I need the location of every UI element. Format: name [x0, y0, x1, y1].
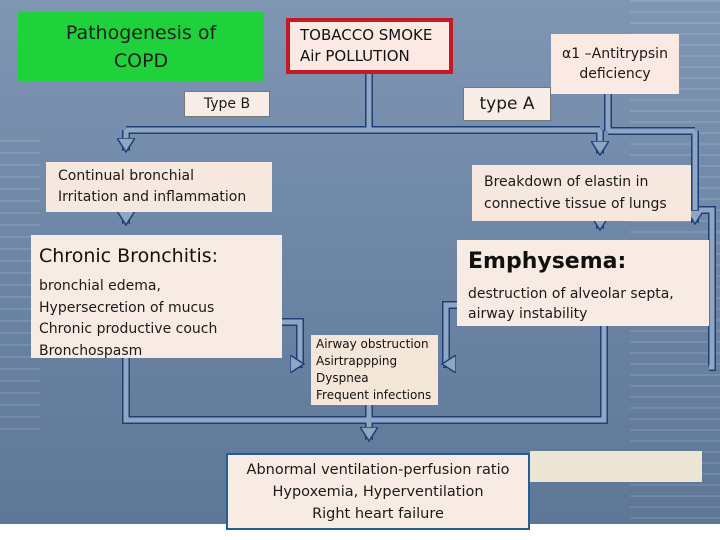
- type-b-label: Type B: [184, 91, 270, 117]
- diagram-title: Pathogenesis of COPD: [18, 12, 264, 82]
- bottom-band: [0, 524, 720, 540]
- elastin-breakdown-box: Breakdown of elastin in connective tissu…: [472, 165, 691, 221]
- arrow-emphysema-to-outcome: [369, 326, 607, 423]
- outcome-line: Right heart failure: [312, 505, 444, 522]
- blank-panel: [530, 451, 702, 482]
- chronic-bronchitis-line: Chronic productive couch: [39, 321, 218, 337]
- emphysema-line: destruction of alveolar septa,: [468, 286, 674, 302]
- causes-box: TOBACCO SMOKE Air POLLUTION: [286, 18, 453, 74]
- arrow-fills: [123, 74, 715, 440]
- chronic-bronchitis-title: Chronic Bronchitis:: [39, 245, 219, 267]
- alpha-antitrypsin-box: α1 –Antitrypsin deficiency: [551, 34, 679, 94]
- arrow-emphysema-to-airway: [443, 302, 457, 364]
- elastin-line: Breakdown of elastin in: [484, 174, 649, 190]
- airway-line: Dyspnea: [316, 371, 369, 385]
- alpha-line: deficiency: [579, 66, 651, 82]
- type-a-label: type A: [463, 87, 551, 121]
- arrow-bronchitis-to-outcome: [123, 358, 369, 423]
- alpha-line: α1 –Antitrypsin: [562, 46, 668, 62]
- chronic-bronchitis-line: Hypersecretion of mucus: [39, 299, 215, 316]
- elastin-line: connective tissue of lungs: [484, 196, 667, 212]
- airway-obstruction-box: Airway obstruction Asirtrappping Dyspnea…: [311, 335, 438, 405]
- cause-line: Air POLLUTION: [300, 47, 410, 65]
- emphysema-box: Emphysema: destruction of alveolar septa…: [457, 240, 709, 326]
- title-line: COPD: [113, 50, 169, 72]
- outcome-line: Abnormal ventilation-perfusion ratio: [246, 461, 510, 478]
- cause-line: TOBACCO SMOKE: [300, 26, 433, 44]
- irritation-line: Continual bronchial: [58, 168, 194, 184]
- airway-line: Frequent infections: [316, 388, 432, 402]
- chronic-bronchitis-line: Bronchospasm: [39, 342, 143, 359]
- irritation-line: Irritation and inflammation: [58, 189, 247, 205]
- chronic-bronchitis-box: Chronic Bronchitis: bronchial edema, Hyp…: [31, 235, 282, 359]
- irritation-box: Continual bronchial Irritation and infla…: [46, 162, 272, 212]
- emphysema-line: airway instability: [468, 306, 588, 322]
- arrow-bronchitis-to-airway: [282, 319, 303, 364]
- chronic-bronchitis-line: bronchial edema,: [39, 278, 161, 294]
- airway-line: Asirtrappping: [316, 354, 398, 368]
- outcome-line: Hypoxemia, Hyperventilation: [272, 483, 484, 500]
- outcome-box: Abnormal ventilation-perfusion ratio Hyp…: [226, 453, 530, 530]
- emphysema-title: Emphysema:: [468, 249, 627, 274]
- airway-line: Airway obstruction: [316, 337, 429, 351]
- arrow-right-side-loop: [699, 207, 715, 370]
- title-line: Pathogenesis of: [65, 22, 217, 44]
